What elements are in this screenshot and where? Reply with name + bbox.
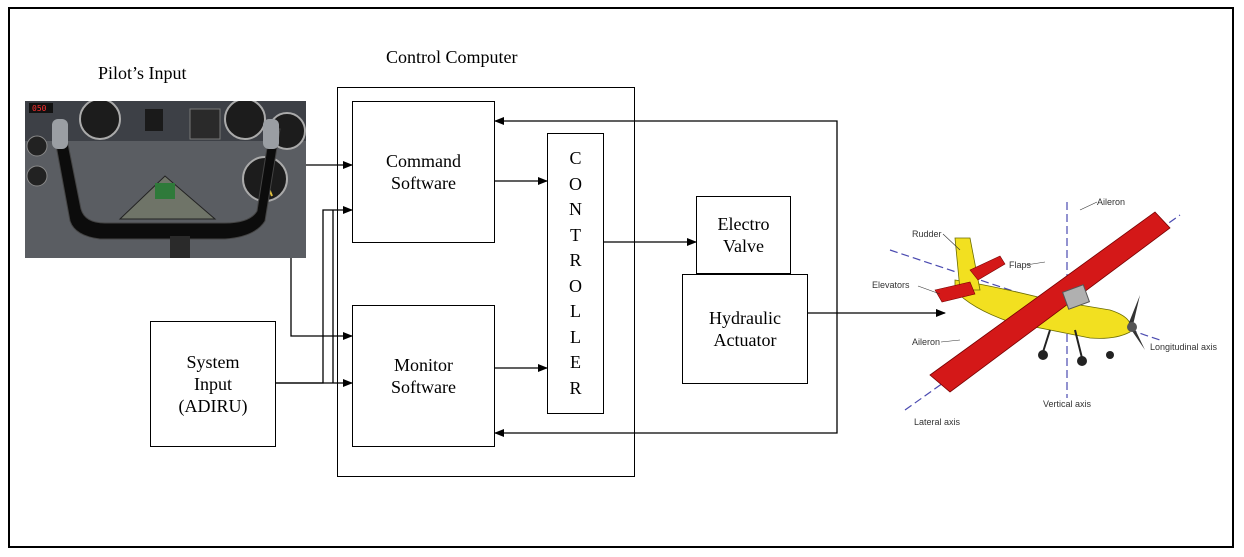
pilot-input-caption: Pilot’s Input	[98, 63, 187, 83]
controller-label: C O N T R O L L E R	[569, 146, 582, 401]
hydraulic-actuator-line1: Hydraulic	[709, 308, 781, 328]
wheel-left	[1038, 350, 1048, 360]
elevator-left	[934, 281, 976, 303]
cabin-window	[1061, 284, 1091, 310]
controller-letter: R	[569, 250, 582, 270]
control-computer-caption: Control Computer	[386, 47, 518, 67]
lateral-axis-label: Lateral axis	[914, 417, 961, 427]
arrow-photo-to-monitor	[290, 258, 353, 340]
electro-valve-line1: Electro	[717, 214, 770, 234]
elevators-label: Elevators	[872, 280, 910, 290]
controller-letter: T	[570, 224, 581, 245]
controller-letter: L	[570, 301, 581, 321]
electro-valve-line2: Valve	[723, 236, 764, 256]
wing	[929, 211, 1171, 393]
elevator-right	[969, 255, 1006, 281]
monitor-software-block: Monitor Software	[352, 305, 495, 447]
rudder-label: Rudder	[912, 229, 942, 239]
controller-letter: O	[569, 275, 582, 296]
controller-letter: R	[569, 377, 582, 398]
hydraulic-actuator-line2: Actuator	[713, 330, 777, 350]
feedback-to-monitor	[494, 313, 838, 437]
nose-wheel	[1106, 351, 1114, 359]
controller-letter: N	[569, 199, 582, 219]
wheel-right	[1077, 356, 1087, 366]
arrow-system-to-command-a	[276, 206, 353, 384]
controller-letter: O	[569, 173, 582, 194]
control-computer-container	[337, 87, 635, 477]
controller-letter: C	[569, 148, 582, 168]
longitudinal-axis-label: Longitudinal axis	[1150, 342, 1218, 352]
system-input-line2: Input	[194, 374, 232, 394]
feedback-to-command	[494, 117, 838, 313]
command-software-line2: Software	[391, 173, 456, 193]
controller-letter: L	[570, 326, 581, 347]
system-input-line3: (ADIRU)	[178, 396, 248, 416]
flaps-label: Flaps	[1009, 260, 1032, 270]
controller-block: C O N T R O L L E R	[547, 133, 604, 414]
command-software-block: Command Software	[352, 101, 495, 243]
hydraulic-actuator-block: Hydraulic Actuator	[682, 274, 808, 384]
aileron-top-label: Aileron	[1097, 197, 1125, 207]
electro-valve-block: Electro Valve	[696, 196, 791, 274]
system-input-block: System Input (ADIRU)	[150, 321, 276, 447]
airplane-axes-illustration: Aileron Rudder Flaps Elevators Aileron L…	[872, 197, 1218, 427]
command-software-line1: Command	[386, 151, 461, 171]
rudder-shape	[954, 237, 981, 291]
controller-letter: E	[570, 352, 581, 372]
monitor-software-line1: Monitor	[393, 355, 453, 375]
display-readout: 050	[32, 104, 47, 113]
vertical-axis-label: Vertical axis	[1043, 399, 1092, 409]
aileron-left-label: Aileron	[912, 337, 940, 347]
cockpit-yoke-photo: 050	[25, 101, 306, 258]
system-input-line1: System	[186, 352, 240, 372]
diagram-frame	[8, 7, 1234, 548]
monitor-software-line2: Software	[391, 377, 456, 397]
